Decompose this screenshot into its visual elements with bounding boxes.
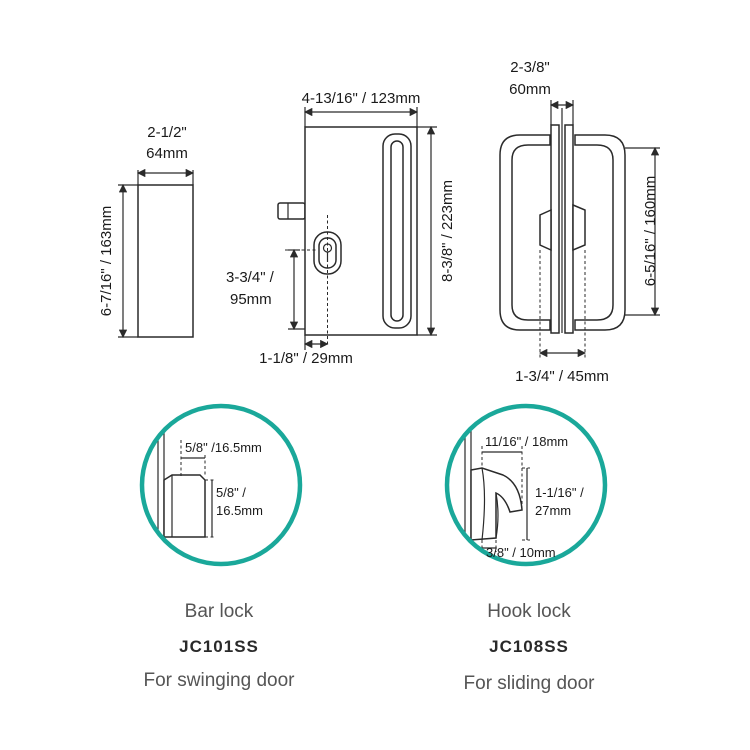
glass-plate-left (550, 124, 560, 334)
latch-housing-right (572, 203, 586, 252)
cylinder-height-label: 3-3/4" / (226, 269, 275, 286)
front-height-label: 6-7/16" / 163mm (98, 206, 115, 316)
hook-lock-side-label-2: 27mm (535, 503, 571, 518)
bar-lock-side-label-1: 5/8" / (216, 485, 246, 500)
handle-view: 2-3/8" 60mm 6-5/16" / 160mm 1-3/4" / 45m… (499, 59, 660, 385)
handle-width-mm: 60mm (509, 81, 551, 98)
backset-label: 1-1/8" / 29mm (259, 350, 353, 367)
bar-lock-model: JC101SS (179, 637, 259, 656)
hook-lock-circle-ring (444, 403, 608, 567)
bar-lock-usage: For swinging door (143, 670, 295, 691)
bar-lock-name: Bar lock (185, 601, 254, 622)
pull-handle-inner (390, 140, 404, 322)
hook-lock-model: JC108SS (489, 637, 569, 656)
bar-lock-circle-ring (139, 403, 303, 567)
hook-lock-top-label: 11/16" / 18mm (485, 434, 568, 449)
hook-lock-detail: 11/16" / 18mm 1-1/16" / 27mm 3/8" / 10mm… (444, 403, 608, 694)
latch-housing-left (539, 208, 552, 252)
glass-label: 1-3/4" / 45mm (515, 368, 609, 385)
bar-lock-bar (163, 474, 206, 538)
body-width-label: 4-13/16" / 123mm (302, 90, 421, 107)
front-view-block (137, 184, 194, 338)
handle-height-label: 6-5/16" / 160mm (642, 176, 659, 286)
handle-left-loop (499, 134, 551, 331)
bar-lock-detail: 5/8" /16.5mm 5/8" / 16.5mm Bar lock JC10… (139, 403, 303, 691)
handle-width-label: 2-3/8" (510, 59, 550, 76)
hook-lock-side-label-1: 1-1/16" / (535, 485, 584, 500)
hook-lock-usage: For sliding door (464, 673, 596, 694)
hook-lock-name: Hook lock (487, 601, 571, 622)
front-width-mm: 64mm (146, 145, 188, 162)
glass-plate-right (564, 124, 574, 334)
body-height-label: 8-3/8" / 223mm (439, 180, 456, 282)
hook-lock-bottom-label: 3/8" / 10mm (486, 545, 556, 560)
bar-lock-side-label-2: 16.5mm (216, 503, 263, 518)
handle-right-loop (574, 134, 626, 331)
latch-bolt (277, 202, 306, 220)
cylinder-height-mm: 95mm (230, 291, 272, 308)
bar-lock-top-label: 5/8" /16.5mm (185, 440, 262, 455)
front-width-label: 2-1/2" (147, 124, 187, 141)
lock-body-view: 4-13/16" / 123mm 8-3/8" / 223mm 3-3/4" /… (226, 90, 456, 367)
front-view: 2-1/2" 64mm 6-7/16" / 163mm (98, 124, 195, 339)
